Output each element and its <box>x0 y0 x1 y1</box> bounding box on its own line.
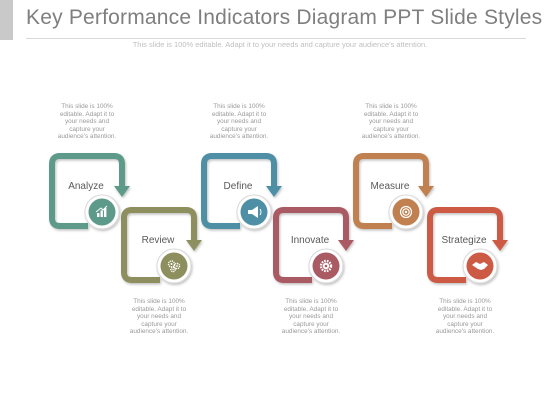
step-label-innovate: Innovate <box>290 235 330 246</box>
arrow-head <box>266 186 282 197</box>
note-line: your needs and <box>442 313 488 320</box>
arrow-head <box>338 240 354 251</box>
step-box-review <box>121 207 202 283</box>
step-box-strategize <box>427 207 508 283</box>
note-line: your needs and <box>368 118 414 125</box>
note-line: This slide is 100% <box>61 103 113 110</box>
note-line: your needs and <box>64 118 110 125</box>
note-line: capture your <box>69 125 105 133</box>
note-line: audience's attention. <box>361 133 421 140</box>
slide-subtitle: This slide is 100% editable. Adapt it to… <box>132 40 428 49</box>
note-line: editable. Adapt it to <box>437 305 493 313</box>
handshake-icon <box>462 248 498 284</box>
note-line: This slide is 100% <box>213 103 265 110</box>
note-line: editable. Adapt it to <box>211 110 267 118</box>
step-label-define: Define <box>223 181 253 192</box>
note-line: This slide is 100% <box>439 298 491 305</box>
step-label-analyze: Analyze <box>68 181 104 192</box>
gear-icon <box>308 248 344 284</box>
title-accent-bar <box>0 0 13 40</box>
note-line: This slide is 100% <box>365 103 417 110</box>
title-divider <box>26 38 526 39</box>
note-line: editable. Adapt it to <box>363 110 419 118</box>
arrow-head <box>114 186 130 197</box>
note-line: audience's attention. <box>57 133 117 140</box>
note-line: This slide is 100% <box>285 298 337 305</box>
step-label-measure: Measure <box>370 181 410 192</box>
step-box-analyze <box>49 153 130 229</box>
step-box-innovate <box>273 207 354 283</box>
bar-chart-icon <box>84 194 120 230</box>
note-line: audience's attention. <box>435 328 495 335</box>
note-line: your needs and <box>216 118 262 125</box>
note-line: audience's attention. <box>209 133 269 140</box>
note-line: capture your <box>221 125 257 133</box>
step-label-review: Review <box>141 235 175 246</box>
slide-title: Key Performance Indicators Diagram PPT S… <box>26 6 543 29</box>
note-line: editable. Adapt it to <box>59 110 115 118</box>
note-line: audience's attention. <box>281 328 341 335</box>
note-line: capture your <box>141 320 177 328</box>
megaphone-icon <box>236 194 272 230</box>
arrow-head <box>186 240 202 251</box>
note-line: audience's attention. <box>129 328 189 335</box>
note-line: capture your <box>373 125 409 133</box>
note-line: capture your <box>293 320 329 328</box>
target-icon <box>388 194 424 230</box>
step-box-measure <box>353 153 434 229</box>
arrow-head <box>418 186 434 197</box>
note-line: your needs and <box>136 313 182 320</box>
step-label-strategize: Strategize <box>441 235 487 246</box>
gears-icon <box>156 248 192 284</box>
step-box-define <box>201 153 282 229</box>
arrow-head <box>492 240 508 251</box>
note-line: editable. Adapt it to <box>131 305 187 313</box>
note-line: capture your <box>447 320 483 328</box>
note-line: This slide is 100% <box>133 298 185 305</box>
note-line: editable. Adapt it to <box>283 305 339 313</box>
note-line: your needs and <box>288 313 334 320</box>
